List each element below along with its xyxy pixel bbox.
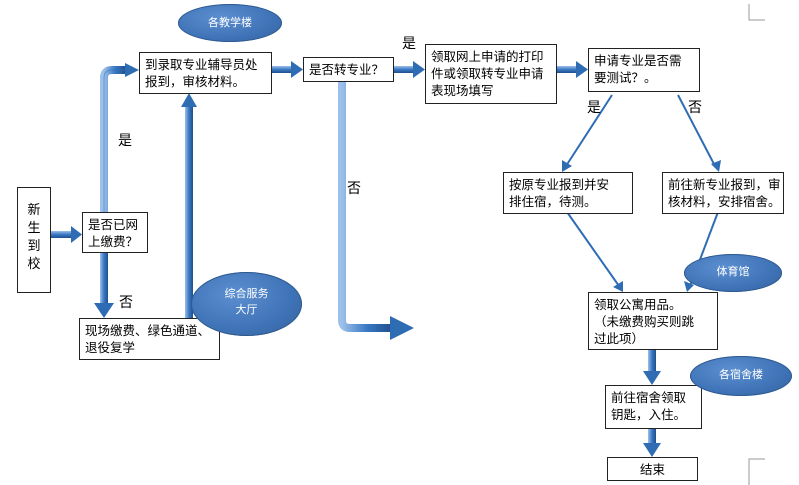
arrow-transfer-to-print <box>394 61 425 78</box>
node-test-check-line2: 要测试？。 <box>594 70 657 85</box>
node-print: 领取网上申请的打印 件或领取转专业申请 表现场填写 <box>425 44 557 104</box>
arrow-original-to-supplies <box>566 211 623 292</box>
arrow-print-to-test <box>557 61 588 78</box>
node-register-line1: 到录取专业辅导员处 <box>145 57 258 72</box>
node-original-major: 按原专业报到并安 排住宿，待测。 <box>503 172 633 214</box>
bubble-teaching-building: 各教学楼 <box>178 4 282 42</box>
node-paid-check: 是否已网 上缴费？ <box>82 212 148 253</box>
node-keys-line1: 前往宿舍领取 <box>611 390 687 405</box>
node-supplies-line1: 领取公寓用品。 <box>594 297 682 312</box>
node-register-line2: 报到，审核材料。 <box>145 74 246 89</box>
label-no-paid: 否 <box>119 295 133 311</box>
arrow-test-to-newmajor <box>677 94 721 172</box>
node-supplies-line3: 过此项） <box>594 331 645 346</box>
node-print-line3: 表现场填写 <box>431 83 494 98</box>
node-onsite: 现场缴费、绿色通道、 退役复学 <box>79 318 220 360</box>
bubble-service-hall: 综合服务 大厅 <box>191 272 302 336</box>
node-keys: 前往宿舍领取 钥匙，入住。 <box>605 385 702 429</box>
node-onsite-line1: 现场缴费、绿色通道、 <box>85 323 211 338</box>
arrow-supplies-to-keys <box>643 348 661 385</box>
node-keys-line2: 钥匙，入住。 <box>611 407 687 422</box>
bubble-gym: 体育馆 <box>684 254 782 292</box>
label-no-test: 否 <box>688 100 702 116</box>
node-register: 到录取专业辅导员处 报到，审核材料。 <box>139 52 272 94</box>
node-new-major-line2: 核材料，安排宿舍。 <box>668 194 781 209</box>
arrow-onsite-to-register <box>181 93 197 322</box>
node-print-line2: 件或领取转专业申请 <box>431 66 544 81</box>
node-new-major: 前往新专业报到，审 核材料，安排宿舍。 <box>662 172 784 214</box>
arrow-transfer-no <box>338 80 414 340</box>
bubble-teaching-building-text: 各教学楼 <box>208 16 252 29</box>
node-original-major-line1: 按原专业报到并安 <box>509 177 610 192</box>
node-start-text: 新生到校 <box>27 203 41 272</box>
arrow-paid-to-register <box>100 63 139 212</box>
node-new-major-line1: 前往新专业报到，审 <box>668 177 781 192</box>
node-supplies-line2: （未缴费购买则跳 <box>594 314 695 329</box>
arrow-keys-to-end <box>643 428 661 457</box>
node-paid-check-line2: 上缴费？ <box>88 234 139 249</box>
node-supplies: 领取公寓用品。 （未缴费购买则跳 过此项） <box>588 292 718 350</box>
node-test-check: 申请专业是否需 要测试？。 <box>588 48 700 92</box>
node-transfer-check: 是否转专业？ <box>303 57 394 82</box>
bubble-service-hall-line1: 综合服务 <box>224 287 269 300</box>
node-transfer-check-text: 是否转专业？ <box>309 62 385 77</box>
bubble-dorms-text: 各宿舍楼 <box>719 368 763 381</box>
node-start: 新生到校 <box>17 187 51 293</box>
label-yes-test: 是 <box>587 100 601 116</box>
arrow-register-to-transfer <box>272 61 303 78</box>
label-no-transfer: 否 <box>347 181 361 197</box>
node-end-text: 结束 <box>639 462 665 477</box>
arrow-start-to-paid-check <box>51 226 82 243</box>
bubble-service-hall-line2: 大厅 <box>235 303 258 316</box>
node-test-check-line1: 申请专业是否需 <box>594 53 682 68</box>
crop-mark-bottom <box>748 458 765 485</box>
label-yes-transfer: 是 <box>402 36 416 52</box>
label-yes-paid: 是 <box>118 133 132 149</box>
node-original-major-line2: 排住宿，待测。 <box>509 194 597 209</box>
node-onsite-line2: 退役复学 <box>85 340 136 355</box>
arrow-test-to-original <box>562 94 613 172</box>
node-paid-check-line1: 是否已网 <box>88 217 139 232</box>
arrow-paid-to-onsite <box>94 250 114 318</box>
node-print-line1: 领取网上申请的打印 <box>431 49 544 64</box>
bubble-dorms: 各宿舍楼 <box>690 356 792 396</box>
crop-mark-top <box>748 4 765 21</box>
bubble-gym-text: 体育馆 <box>716 265 750 278</box>
node-end: 结束 <box>607 457 698 481</box>
